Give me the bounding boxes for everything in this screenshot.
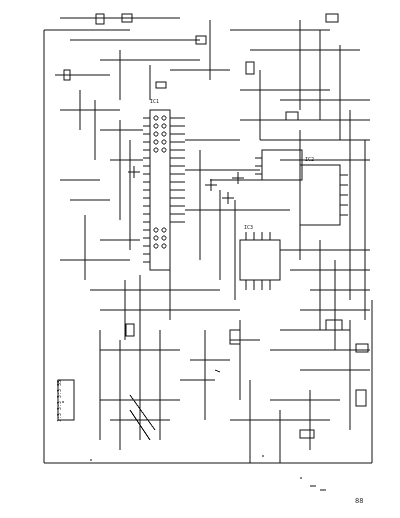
right-lower-wiring (230, 240, 370, 463)
page-number: 88 (355, 497, 364, 505)
frame-lines (43, 29, 373, 464)
ic-main (143, 109, 185, 271)
ic-main-label: IC1 (150, 99, 160, 105)
ic-bottom-label: IC3 (244, 225, 254, 231)
left-vertical-label: 1:3 3:3 3:3 55 (57, 380, 63, 423)
left-lower-wiring (57, 320, 260, 450)
ic-bottom (239, 232, 281, 290)
top-wiring (55, 17, 370, 160)
scan-specks (62, 401, 326, 491)
ic-right (255, 149, 348, 226)
ic-right-label: IC2 (305, 157, 315, 163)
ic-main-pins (153, 115, 167, 249)
junction-crosses (128, 166, 244, 204)
